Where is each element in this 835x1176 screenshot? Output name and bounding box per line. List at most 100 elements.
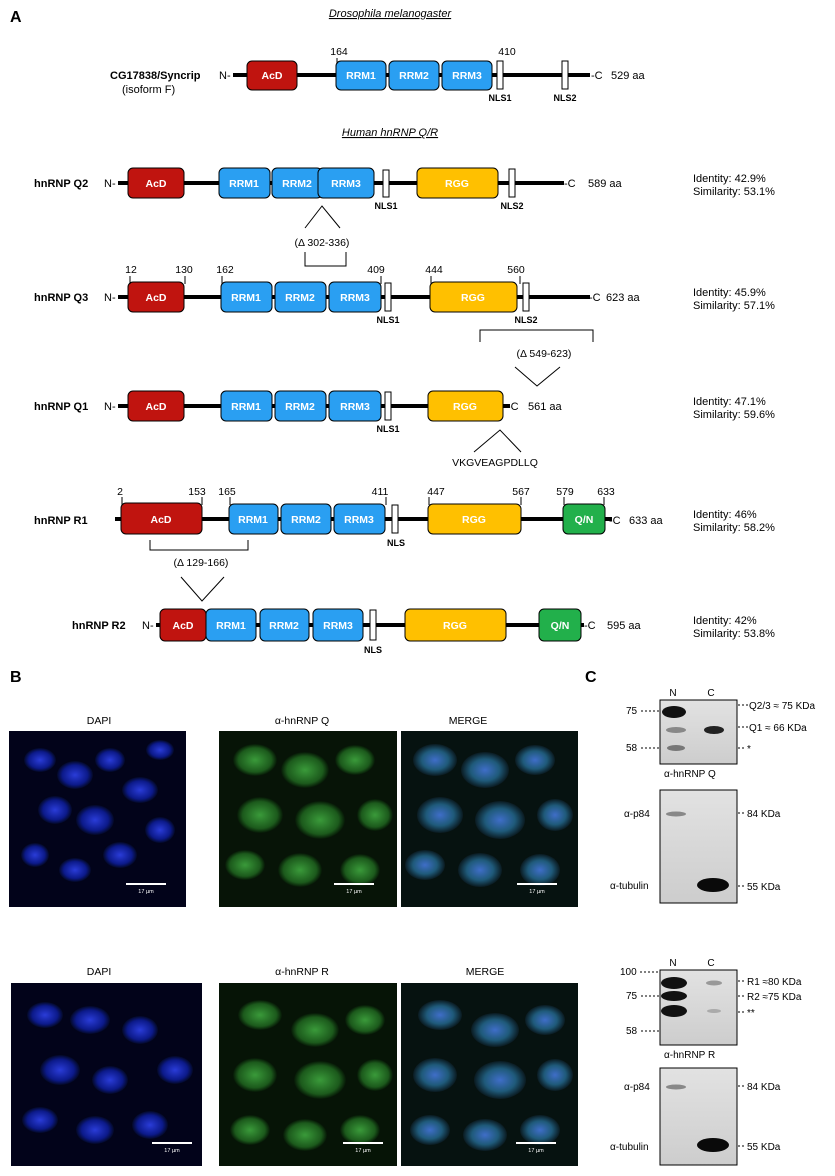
r2-name: hnRNP R2 — [72, 620, 126, 632]
rrm1-domain — [228, 503, 279, 535]
rgg-domain — [416, 167, 499, 199]
position-label: 409 — [367, 264, 385, 276]
position-label: 579 — [556, 486, 574, 498]
marker-58: 58 — [626, 1026, 638, 1037]
rrm3-domain — [312, 608, 364, 642]
hnrnp-r-label: α-hnRNP R — [275, 966, 329, 978]
acd-label: AcD — [150, 514, 171, 526]
c-terminus: -C — [591, 70, 603, 82]
rgg-label: RGG — [462, 514, 486, 526]
deletion-bracket-lower — [180, 576, 225, 602]
band-r1: R1 ≈80 KDa — [747, 977, 802, 988]
rgg-domain — [429, 281, 518, 313]
panel-b-label: B — [10, 669, 22, 686]
band-r2: R2 ≈75 KDa — [747, 992, 802, 1003]
rrm2-domain — [274, 390, 327, 422]
r1-length: 633 aa — [629, 515, 664, 527]
position-label: 411 — [372, 486, 389, 498]
deletion-bracket — [304, 205, 341, 229]
rgg-domain — [404, 608, 507, 642]
rrm1-label: RRM1 — [346, 70, 376, 82]
rrm3-domain — [441, 60, 493, 91]
protein-hnrnp-q2: hnRNP Q2 N- -C 589 aa AcD RRM1 RRM2 RRM3… — [34, 167, 775, 267]
scale-bar-label: 17 µm — [529, 889, 545, 895]
micrograph-dapi-q: 17 µm — [9, 731, 186, 907]
rrm1-label: RRM1 — [216, 620, 246, 632]
band-55kda: 55 KDa — [747, 1142, 781, 1153]
scale-bar-label: 17 µm — [528, 1148, 544, 1154]
r2-similarity: Similarity: 53.8% — [693, 628, 775, 640]
antibody-p84: α-p84 — [624, 1082, 650, 1093]
q1-name: hnRNP Q1 — [34, 401, 88, 413]
protein-hnrnp-r1: hnRNP R1 -C 633 aa AcD RRM1 RRM2 RRM3 NL… — [34, 486, 775, 602]
acd-domain — [246, 60, 298, 91]
lane-label-n: N — [669, 688, 676, 699]
qn-label: Q/N — [551, 620, 570, 632]
nls2-label: NLS2 — [514, 315, 537, 325]
micrograph-merge-q: 17 µm — [401, 731, 578, 907]
antibody-tubulin: α-tubulin — [610, 881, 649, 892]
acd-label: AcD — [261, 70, 282, 82]
deletion-bracket-lower — [304, 252, 347, 267]
qn-domain — [562, 503, 606, 535]
acd-domain — [127, 281, 185, 313]
western-blot-control-1: α-p84 α-tubulin 84 KDa 55 KDa — [610, 789, 781, 904]
deletion-bracket-lower — [514, 366, 561, 387]
rrm2-label: RRM2 — [282, 178, 312, 190]
scale-bar-label: 17 µm — [138, 889, 154, 895]
c-terminus: -C — [584, 620, 596, 632]
syncrip-name: CG17838/Syncrip — [110, 70, 201, 82]
deletion-bracket — [479, 329, 594, 342]
rrm1-domain — [220, 390, 273, 422]
q1-length: 561 aa — [528, 401, 563, 413]
panel-c-label: C — [585, 669, 597, 686]
marker-75: 75 — [626, 991, 638, 1002]
nls1-label: NLS1 — [376, 315, 399, 325]
nls2-box — [522, 282, 530, 312]
nls1-box — [384, 282, 392, 312]
lane-label-c: C — [707, 958, 714, 969]
c-terminus: -C — [609, 515, 621, 527]
q2-similarity: Similarity: 53.1% — [693, 186, 775, 198]
n-terminus: N- — [142, 620, 154, 632]
band-q23: Q2/3 ≈ 75 KDa — [749, 701, 816, 712]
r1-identity: Identity: 46% — [693, 509, 757, 521]
rrm3-domain — [328, 281, 382, 313]
dapi-label: DAPI — [87, 715, 112, 727]
panel-a-label: A — [10, 9, 22, 26]
rrm1-label: RRM1 — [229, 178, 259, 190]
western-blot-hnrnp-q: N C 75 58 Q2/3 ≈ 75 KDa Q1 ≈ 66 KDa * α-… — [626, 688, 816, 780]
rgg-label: RGG — [443, 620, 467, 632]
rrm1-domain — [220, 281, 273, 313]
q1-identity: Identity: 47.1% — [693, 396, 766, 408]
lane-label-c: C — [707, 688, 714, 699]
rrm2-label: RRM2 — [269, 620, 299, 632]
rrm3-label: RRM3 — [344, 514, 374, 526]
qn-domain — [538, 608, 582, 642]
western-blot-hnrnp-r: N C 100 75 58 R1 ≈80 KDa R2 ≈75 KDa ** α… — [620, 958, 802, 1061]
marker-58: 58 — [626, 743, 638, 754]
western-blot-control-2: α-p84 α-tubulin 84 KDa 55 KDa — [610, 1067, 781, 1166]
merge-label: MERGE — [449, 715, 488, 727]
nls2-box — [561, 60, 569, 90]
scale-bar-label: 17 µm — [346, 889, 362, 895]
band-55kda: 55 KDa — [747, 882, 781, 893]
q2-length: 589 aa — [588, 178, 623, 190]
nls2-label: NLS2 — [500, 201, 523, 211]
nls-label: NLS — [387, 538, 405, 548]
nls1-box — [382, 169, 390, 198]
syncrip-length: 529 aa — [611, 70, 646, 82]
c-terminus: -C — [564, 178, 576, 190]
rrm1-label: RRM1 — [231, 401, 261, 413]
micrograph-hnrnp-r: 17 µm — [219, 983, 397, 1166]
qn-label: Q/N — [575, 514, 594, 526]
position-label: 444 — [425, 264, 443, 276]
nls1-box — [384, 391, 392, 421]
insertion-bracket — [473, 429, 522, 453]
antibody-p84: α-p84 — [624, 809, 650, 820]
position-label: 567 — [512, 486, 530, 498]
rrm3-label: RRM3 — [340, 401, 370, 413]
q3-identity: Identity: 45.9% — [693, 287, 766, 299]
acd-domain — [120, 502, 203, 535]
